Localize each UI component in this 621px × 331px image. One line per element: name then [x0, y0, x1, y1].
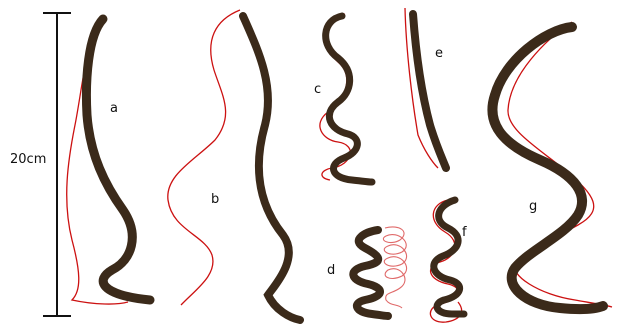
specimen-b-label: b [211, 192, 219, 207]
specimen-f-label: f [462, 225, 467, 240]
specimen-c-label: c [314, 82, 321, 97]
specimen-e-hair [413, 14, 446, 168]
specimen-b-trace [168, 10, 240, 305]
scale-bar: 20cm [10, 13, 71, 316]
specimen-a-hair [86, 19, 150, 300]
specimen-b: b [168, 10, 300, 320]
scale-bar-label: 20cm [10, 152, 46, 167]
specimen-a: a [67, 19, 150, 304]
specimen-d-label: d [327, 263, 335, 278]
specimen-f-hair [434, 200, 464, 314]
specimen-e: e [405, 8, 446, 168]
specimen-d-hair [353, 230, 388, 316]
specimen-b-hair [243, 16, 300, 320]
specimen-c-hair [326, 16, 372, 182]
specimen-f: f [430, 200, 467, 322]
specimen-d-trace [383, 227, 406, 308]
specimen-a-label: a [110, 101, 118, 116]
specimen-c: c [314, 14, 372, 182]
specimen-g: g [492, 22, 612, 309]
specimen-g-label: g [529, 199, 537, 214]
specimen-g-hair [492, 27, 603, 309]
specimen-e-label: e [435, 46, 443, 61]
specimen-d: d [327, 227, 407, 316]
